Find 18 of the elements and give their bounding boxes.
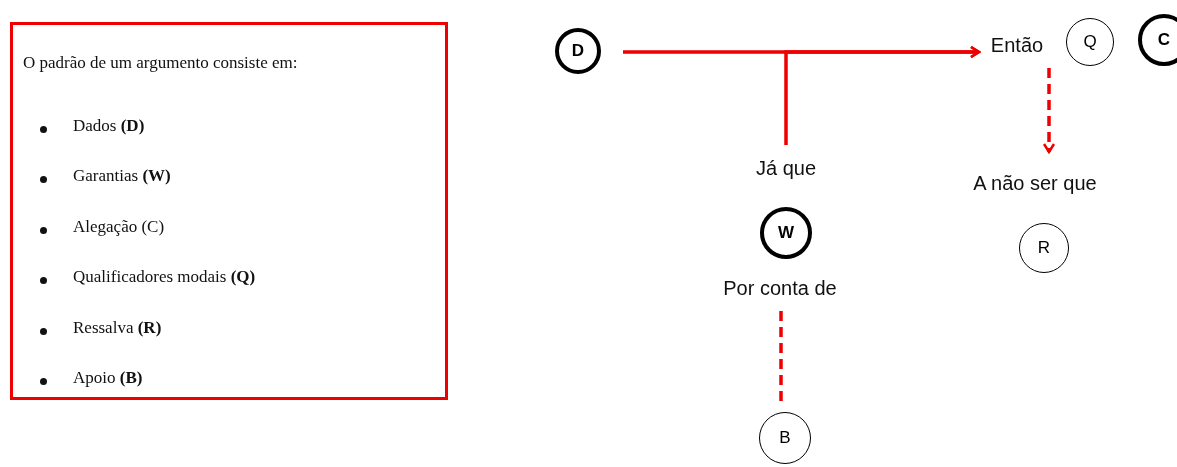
arrow — [784, 45, 981, 145]
connector-label: Então — [983, 34, 1051, 60]
arrow — [1042, 68, 1056, 154]
letter-circle: C — [1138, 14, 1177, 66]
panel-heading: O padrão de um argumento consiste em: — [23, 53, 298, 73]
letter-circle: W — [760, 207, 812, 259]
letter-circle: R — [1019, 223, 1069, 273]
list-item: Garantias (W) — [73, 166, 171, 186]
list-item: Alegação (C) — [73, 216, 165, 237]
connector-label: Por conta de — [704, 277, 856, 303]
letter-circle: D — [555, 28, 601, 74]
list-item: Qualificadores modais (Q) — [73, 267, 256, 287]
connector-label: A não ser que — [950, 172, 1120, 198]
definition-panel — [10, 22, 448, 400]
list-item: Dados (D) — [73, 115, 145, 136]
list-item: Ressalva (R) — [73, 317, 162, 338]
list-item: Apoio (B) — [73, 368, 143, 388]
connector-label: Já que — [740, 157, 832, 183]
